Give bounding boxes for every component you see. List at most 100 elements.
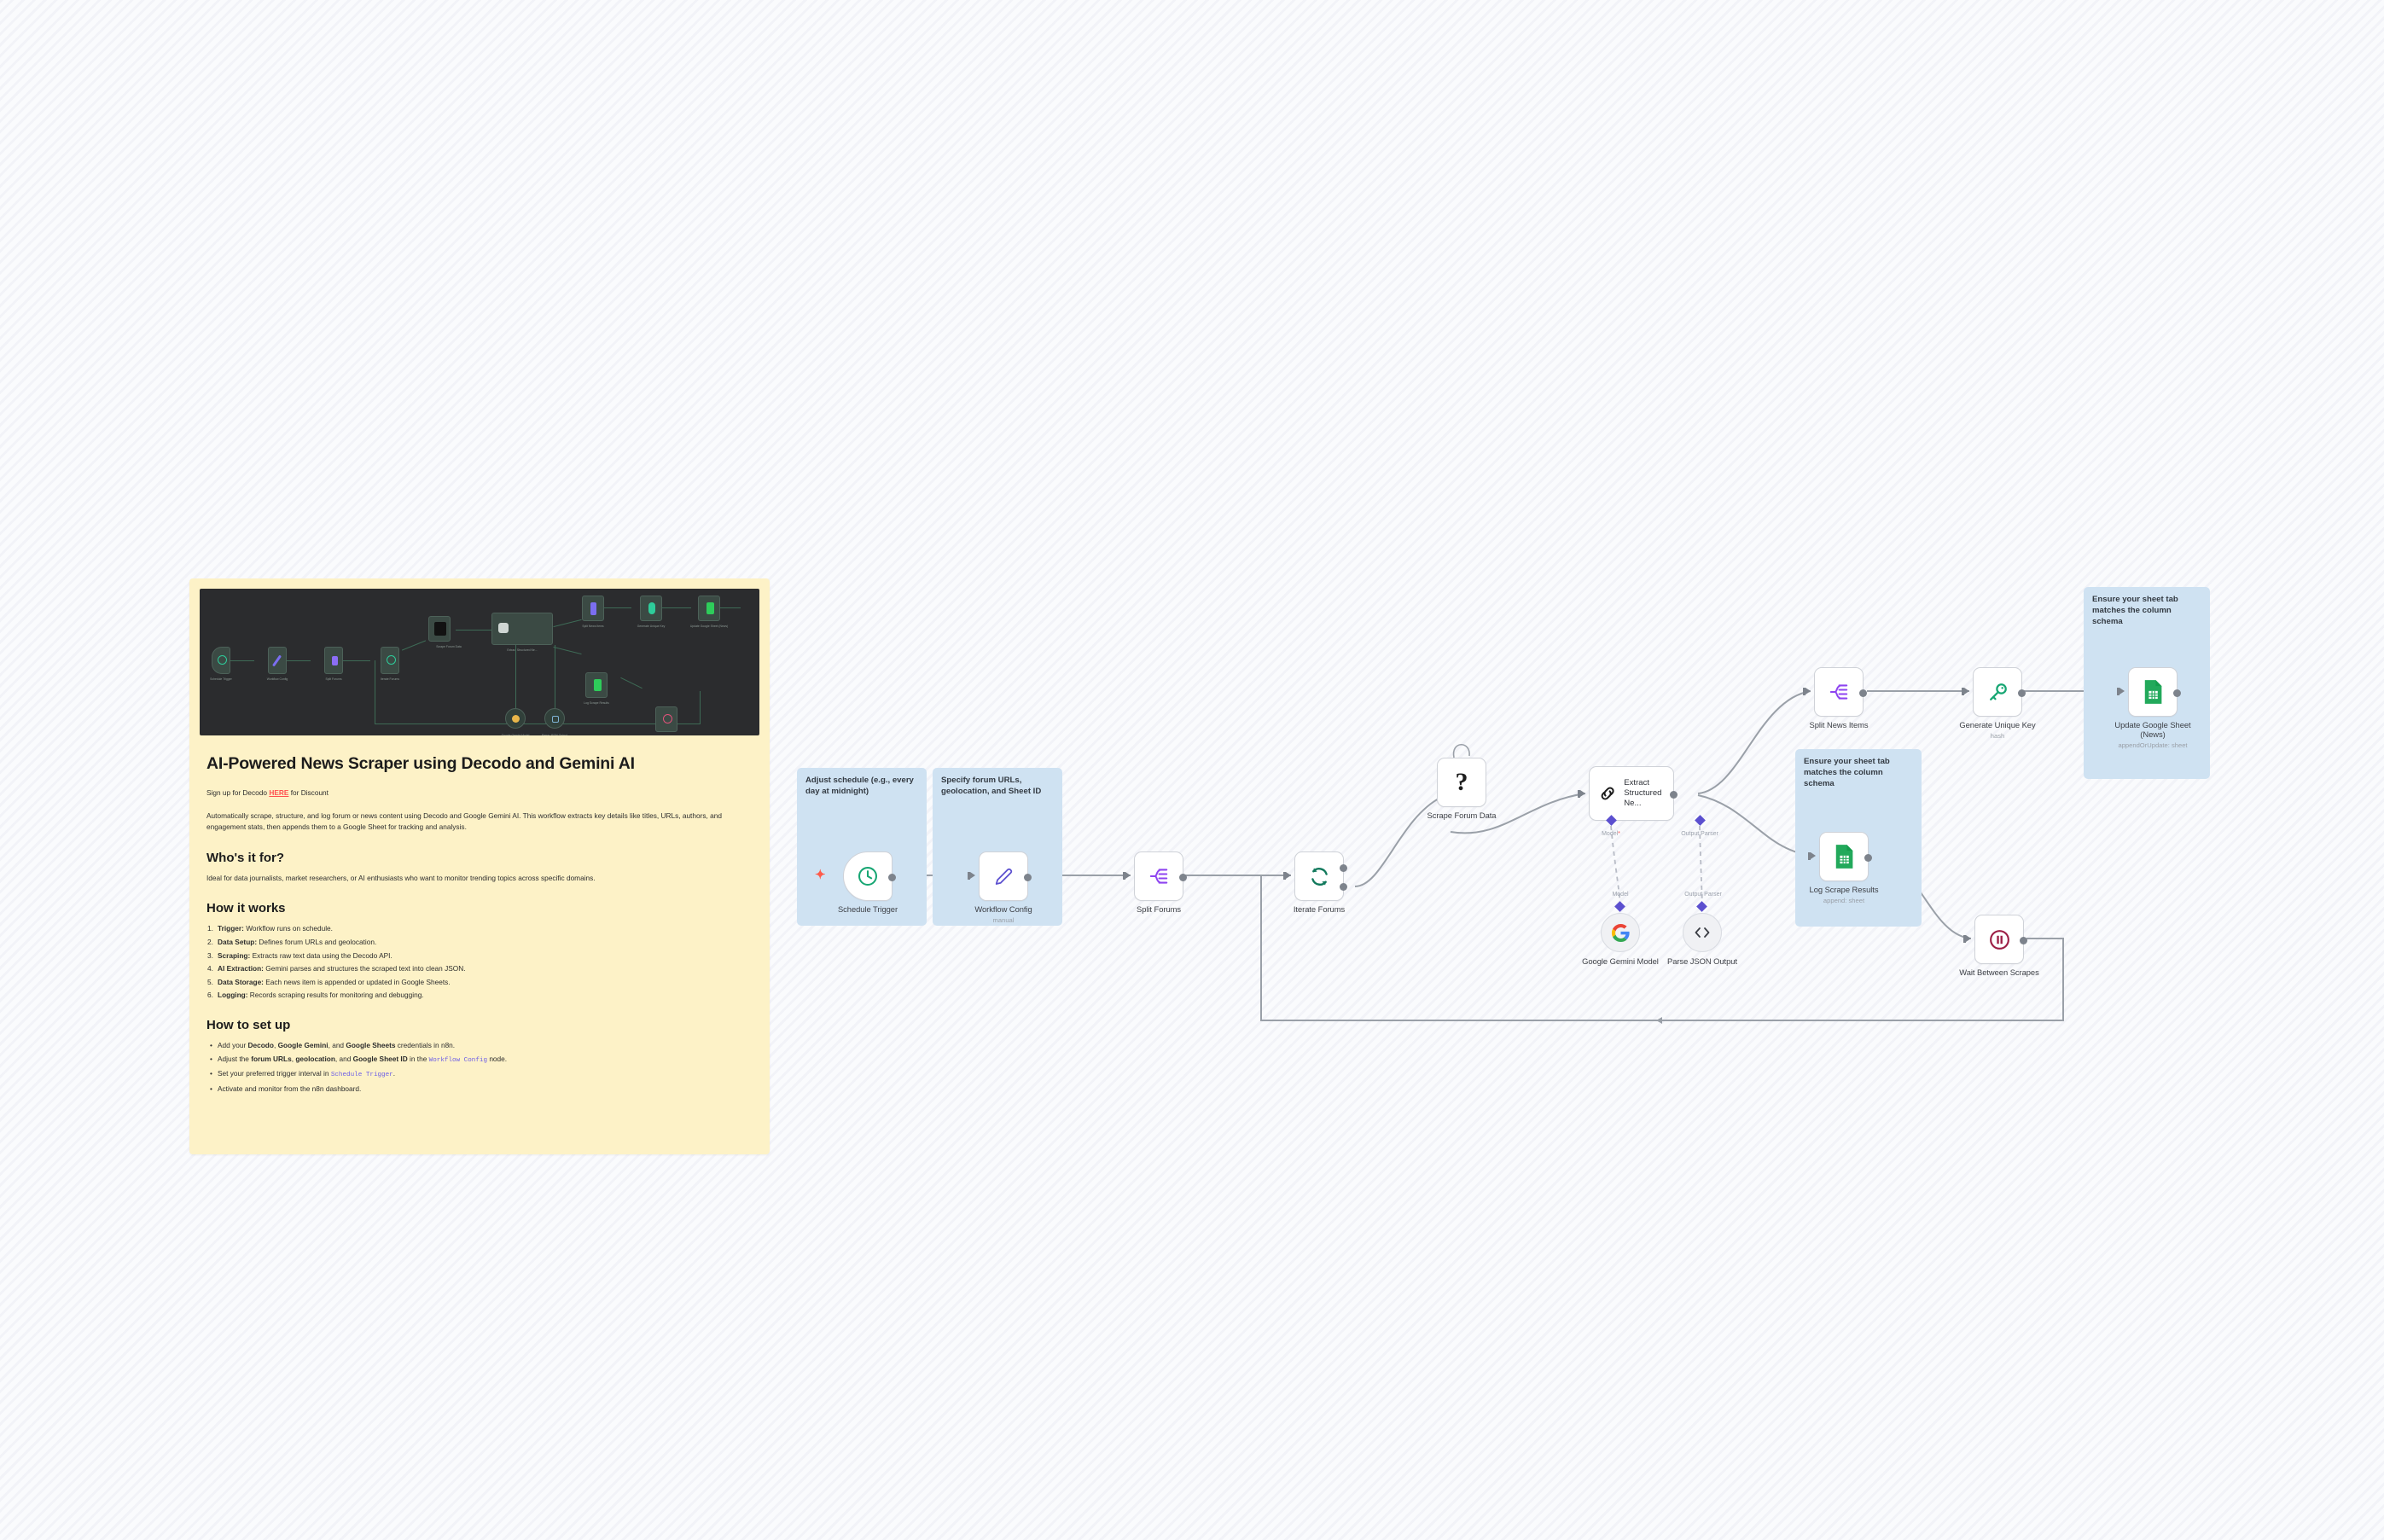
workflow-thumbnail-image: Schedule Trigger Workflow Config Split F… bbox=[200, 589, 759, 735]
node-label-scrape-forum-data: Scrape Forum Data bbox=[1427, 811, 1497, 820]
how-it-works-list: Trigger: Workflow runs on schedule. Data … bbox=[206, 923, 753, 1001]
node-label-split-forums: Split Forums bbox=[1136, 904, 1182, 914]
input-port-split-forums[interactable] bbox=[1123, 871, 1131, 880]
node-log-scrape-results[interactable]: Log Scrape Results append: sheet bbox=[1810, 832, 1879, 904]
code-brackets-icon bbox=[1695, 927, 1710, 938]
signup-suffix: for Discount bbox=[288, 788, 329, 797]
sticky-note-log[interactable]: Ensure your sheet tab matches the column… bbox=[1795, 749, 1922, 927]
pencil-icon bbox=[995, 868, 1012, 885]
how-it-works-step: Data Storage: Each news item is appended… bbox=[206, 977, 753, 988]
node-subtitle-log-scrape: append: sheet bbox=[1823, 897, 1865, 904]
output-port[interactable] bbox=[1669, 790, 1678, 799]
node-label-wait: Wait Between Scrapes bbox=[1959, 968, 2039, 977]
input-port-update-sheet[interactable] bbox=[2117, 687, 2125, 695]
google-sheets-icon bbox=[2144, 680, 2162, 704]
input-port-workflow-config[interactable] bbox=[968, 871, 975, 880]
split-out-icon bbox=[1829, 684, 1848, 700]
decodo-signup-link[interactable]: HERE bbox=[269, 788, 289, 797]
subport-label-output-parser: Output Parser bbox=[1684, 892, 1722, 898]
how-to-set-up-list: Add your Decodo, Google Gemini, and Goog… bbox=[206, 1040, 753, 1095]
loopback-arrow-marker bbox=[1656, 1017, 1662, 1024]
output-port[interactable] bbox=[1023, 873, 1032, 881]
how-it-works-step: Data Setup: Defines forum URLs and geolo… bbox=[206, 937, 753, 948]
subnode-parse-json-output[interactable]: Parse JSON Output bbox=[1667, 913, 1737, 966]
clock-icon bbox=[858, 867, 877, 886]
input-port-log-scrape[interactable] bbox=[1808, 851, 1816, 860]
how-it-works-step: Scraping: Extracts raw text data using t… bbox=[206, 950, 753, 962]
sticky-intro-text: Automatically scrape, structure, and log… bbox=[206, 811, 722, 832]
input-port-iterate-forums[interactable] bbox=[1283, 871, 1291, 880]
key-icon bbox=[1989, 683, 2007, 700]
sticky-note-update-text: Ensure your sheet tab matches the column… bbox=[2092, 595, 2178, 626]
input-port-split-news[interactable] bbox=[1803, 687, 1811, 695]
sticky-note-log-text: Ensure your sheet tab matches the column… bbox=[1804, 757, 1890, 788]
node-schedule-trigger[interactable]: Schedule Trigger bbox=[838, 851, 898, 914]
signup-prefix: Sign up for Decodo bbox=[206, 788, 270, 797]
node-label-generate-key: Generate Unique Key bbox=[1959, 720, 2036, 729]
output-port[interactable] bbox=[2172, 689, 2181, 697]
sticky-setup-heading: How to set up bbox=[206, 1018, 291, 1033]
node-update-google-sheet[interactable]: Update Google Sheet (News) appendOrUpdat… bbox=[2114, 667, 2191, 749]
input-port-generate-key[interactable] bbox=[1962, 687, 1969, 695]
node-label-update-sheet: Update Google Sheet (News) bbox=[2114, 720, 2191, 740]
node-iterate-forums[interactable]: loop Iterate Forums bbox=[1294, 851, 1347, 914]
loop-refresh-icon bbox=[1311, 867, 1328, 886]
output-port[interactable] bbox=[2017, 689, 2026, 697]
pause-circle-icon bbox=[1989, 929, 2009, 950]
node-label-iterate-forums: Iterate Forums bbox=[1293, 904, 1346, 914]
output-port-loop[interactable] bbox=[1339, 883, 1347, 891]
sticky-note-schedule[interactable]: Adjust schedule (e.g., every day at midn… bbox=[797, 768, 927, 926]
question-mark-icon: ? bbox=[1455, 768, 1468, 796]
output-port[interactable] bbox=[1858, 689, 1867, 697]
node-subtitle-generate-key: hash bbox=[1990, 732, 2005, 740]
sticky-note-config[interactable]: Specify forum URLs, geolocation, and She… bbox=[933, 768, 1062, 926]
node-title-extract: Extract Structured Ne... bbox=[1624, 778, 1662, 808]
chain-link-icon bbox=[1601, 787, 1614, 800]
sticky-who-text: Ideal for data journalists, market resea… bbox=[206, 873, 596, 882]
node-extract-structured-news[interactable]: Extract Structured Ne... Model* Output P… bbox=[1589, 766, 1718, 837]
trigger-bolt-icon: ✦ bbox=[815, 868, 826, 882]
port-label-output-parser: Output Parser bbox=[1681, 831, 1718, 837]
input-port-wait[interactable] bbox=[1963, 934, 1971, 943]
node-split-news-items[interactable]: Split News Items bbox=[1809, 667, 1869, 729]
sticky-who-heading: Who's it for? bbox=[206, 850, 285, 865]
node-subtitle-workflow-config: manual bbox=[992, 916, 1015, 924]
output-port[interactable] bbox=[1864, 853, 1872, 862]
port-label-model: Model* bbox=[1602, 831, 1620, 837]
how-to-set-up-item: Add your Decodo, Google Gemini, and Goog… bbox=[206, 1040, 753, 1051]
node-label-workflow-config: Workflow Config bbox=[974, 904, 1032, 914]
how-it-works-step: Trigger: Workflow runs on schedule. bbox=[206, 923, 753, 934]
node-subtitle-update-sheet: appendOrUpdate: sheet bbox=[2118, 741, 2188, 749]
split-out-icon bbox=[1149, 869, 1168, 884]
output-port[interactable] bbox=[2019, 936, 2027, 944]
how-to-set-up-item: Activate and monitor from the n8n dashbo… bbox=[206, 1084, 753, 1095]
input-port-extract[interactable] bbox=[1578, 789, 1585, 798]
google-g-icon bbox=[1611, 923, 1630, 942]
how-to-set-up-item: Adjust the forum URLs, geolocation, and … bbox=[206, 1054, 753, 1066]
node-workflow-config[interactable]: Workflow Config manual bbox=[974, 851, 1032, 924]
sticky-note-documentation[interactable]: Schedule Trigger Workflow Config Split F… bbox=[189, 578, 770, 1154]
subnode-google-gemini-model[interactable]: Google Gemini Model bbox=[1582, 913, 1659, 966]
subport-label-model: Model bbox=[1612, 892, 1629, 898]
sticky-note-config-text: Specify forum URLs, geolocation, and She… bbox=[941, 776, 1042, 796]
how-it-works-step: Logging: Records scraping results for mo… bbox=[206, 990, 753, 1001]
how-it-works-step: AI Extraction: Gemini parses and structu… bbox=[206, 963, 753, 974]
node-scrape-forum-data[interactable]: ? Scrape Forum Data bbox=[1427, 758, 1497, 820]
node-label-schedule-trigger: Schedule Trigger bbox=[837, 904, 898, 914]
sticky-title: AI-Powered News Scraper using Decodo and… bbox=[206, 754, 635, 773]
subnode-label-gemini: Google Gemini Model bbox=[1582, 956, 1659, 966]
node-label-log-scrape: Log Scrape Results bbox=[1809, 885, 1879, 894]
sticky-note-schedule-text: Adjust schedule (e.g., every day at midn… bbox=[805, 776, 914, 796]
node-generate-unique-key[interactable]: Generate Unique Key hash bbox=[1959, 667, 2036, 740]
node-label-split-news: Split News Items bbox=[1809, 720, 1869, 729]
how-to-set-up-item: Set your preferred trigger interval in S… bbox=[206, 1068, 753, 1081]
node-split-forums[interactable]: Split Forums bbox=[1134, 851, 1187, 914]
node-wait-between-scrapes[interactable]: Wait Between Scrapes bbox=[1959, 915, 2039, 977]
output-port[interactable] bbox=[1178, 873, 1187, 881]
output-port-done[interactable] bbox=[1339, 864, 1347, 872]
output-port[interactable] bbox=[887, 873, 896, 881]
sticky-how-heading: How it works bbox=[206, 901, 286, 916]
subnode-label-parse-json: Parse JSON Output bbox=[1667, 956, 1737, 966]
